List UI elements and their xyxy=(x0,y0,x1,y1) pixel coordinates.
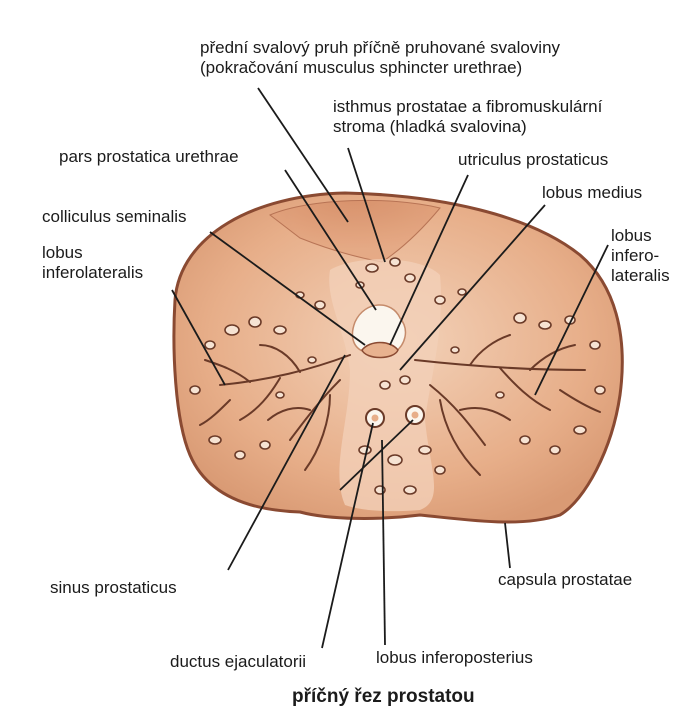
figure-caption: příčný řez prostatou xyxy=(292,686,475,708)
label-utriculus-prostaticus: utriculus prostaticus xyxy=(458,150,608,169)
label-lobus-inferolateralis-right-line1: lobus xyxy=(611,226,652,245)
label-capsula-prostatae: capsula prostatae xyxy=(498,570,632,589)
label-sinus-prostaticus: sinus prostaticus xyxy=(50,578,177,597)
label-pars-prostatica-urethrae: pars prostatica urethrae xyxy=(59,147,239,166)
label-isthmus-line1: isthmus prostatae a fibromuskulární xyxy=(333,97,602,116)
label-predni-svalovy-pruh-line2: (pokračování musculus sphincter urethrae… xyxy=(200,58,522,77)
label-predni-svalovy-pruh-line1: přední svalový pruh příčně pruhované sva… xyxy=(200,38,560,57)
label-isthmus-line2: stroma (hladká svalovina) xyxy=(333,117,527,136)
label-lobus-medius: lobus medius xyxy=(542,183,642,202)
label-lobus-inferolateralis-left-line2: inferolateralis xyxy=(42,263,143,282)
leader-capsula xyxy=(505,523,510,568)
label-lobus-inferoposterius: lobus inferoposterius xyxy=(376,648,533,667)
label-lobus-inferolateralis-right-line2: infero- xyxy=(611,246,659,265)
label-lobus-inferolateralis-right-line3: lateralis xyxy=(611,266,670,285)
label-lobus-inferolateralis-left-line1: lobus xyxy=(42,243,83,262)
label-colliculus-seminalis: colliculus seminalis xyxy=(42,207,187,226)
label-ductus-ejaculatorii: ductus ejaculatorii xyxy=(170,652,306,671)
colliculus-seminalis-shape xyxy=(362,343,398,358)
